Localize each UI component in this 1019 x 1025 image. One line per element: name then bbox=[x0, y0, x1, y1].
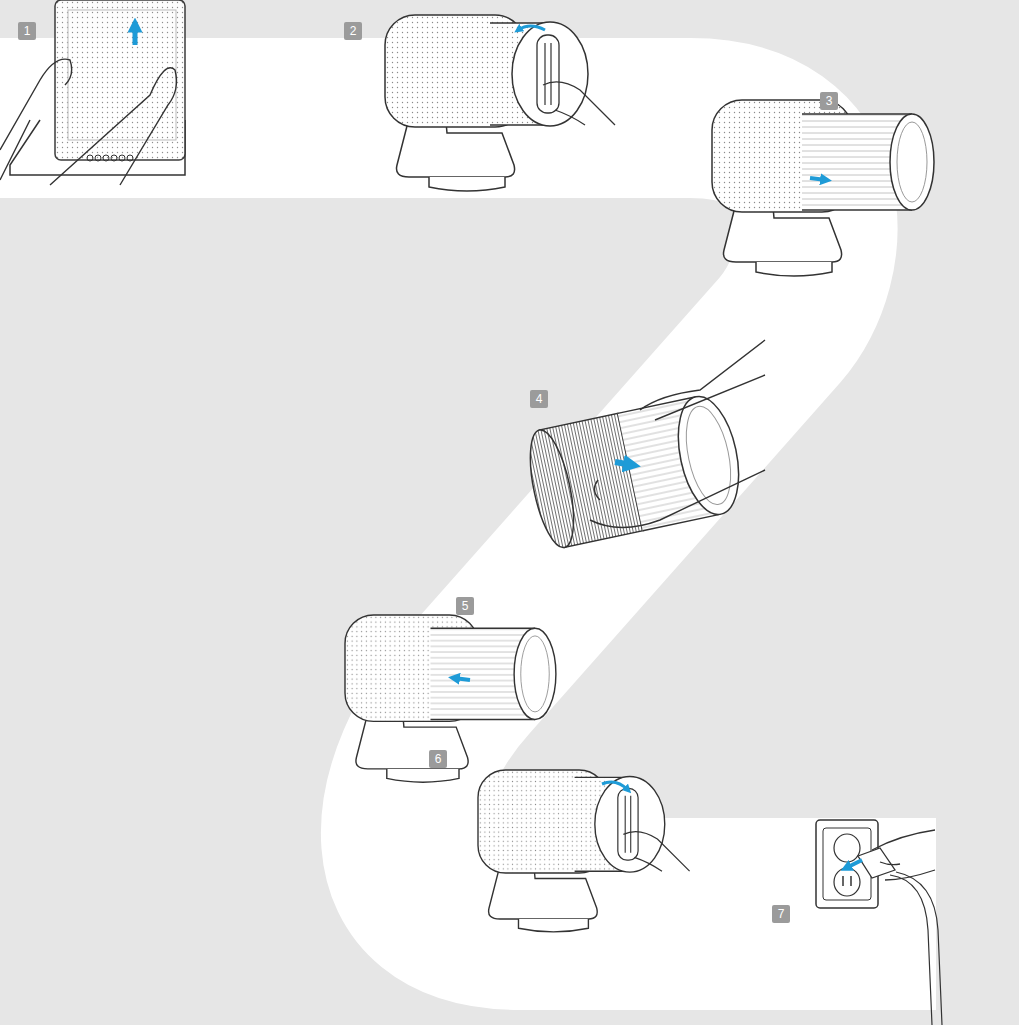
callout-number: 5 bbox=[456, 597, 474, 615]
callout-number: 3 bbox=[820, 92, 838, 110]
callout-number: 6 bbox=[429, 750, 447, 768]
callout-number: 4 bbox=[530, 390, 548, 408]
callout-number: 1 bbox=[18, 22, 36, 40]
callout-number: 2 bbox=[344, 22, 362, 40]
callout-number: 7 bbox=[772, 905, 790, 923]
